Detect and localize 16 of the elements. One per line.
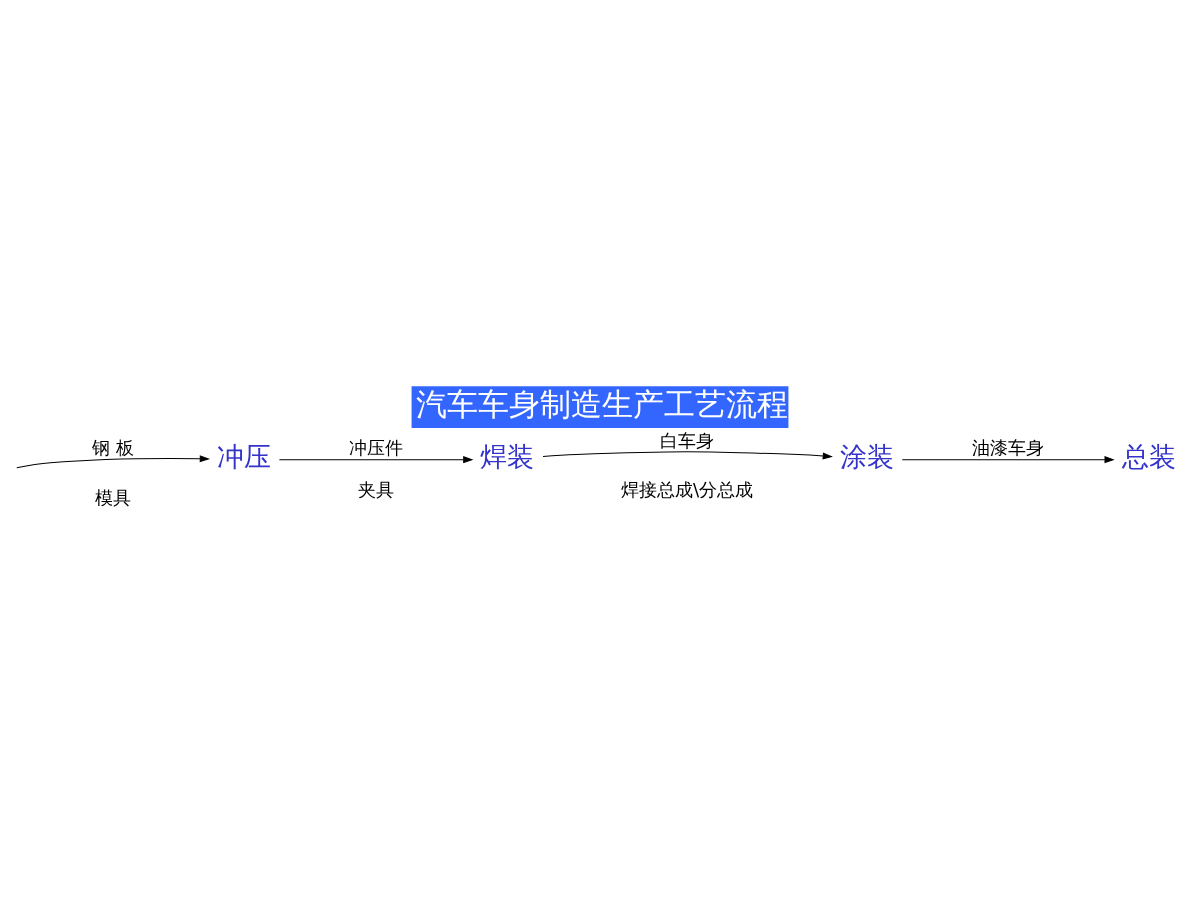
edge-label: 白车身: [660, 429, 715, 451]
node-text: 涂装: [839, 441, 894, 473]
arrow: [278, 456, 474, 464]
arrow: [542, 451, 833, 460]
node-text: 冲压: [216, 441, 271, 473]
node-text: 焊装: [480, 441, 535, 473]
edge-label: 油漆车身: [971, 436, 1044, 458]
label: 模具: [94, 487, 131, 509]
label: 焊接总成\分总成: [621, 478, 754, 500]
edge-label: 钢 板: [91, 436, 134, 458]
label: 夹具: [357, 478, 394, 500]
edge-label: 冲压件: [348, 436, 403, 458]
arrow: [901, 456, 1115, 464]
diagram-title: 汽车车身制造生产工艺流程: [416, 387, 789, 423]
arrow: [16, 455, 210, 469]
node-text: 总装: [1121, 441, 1176, 473]
